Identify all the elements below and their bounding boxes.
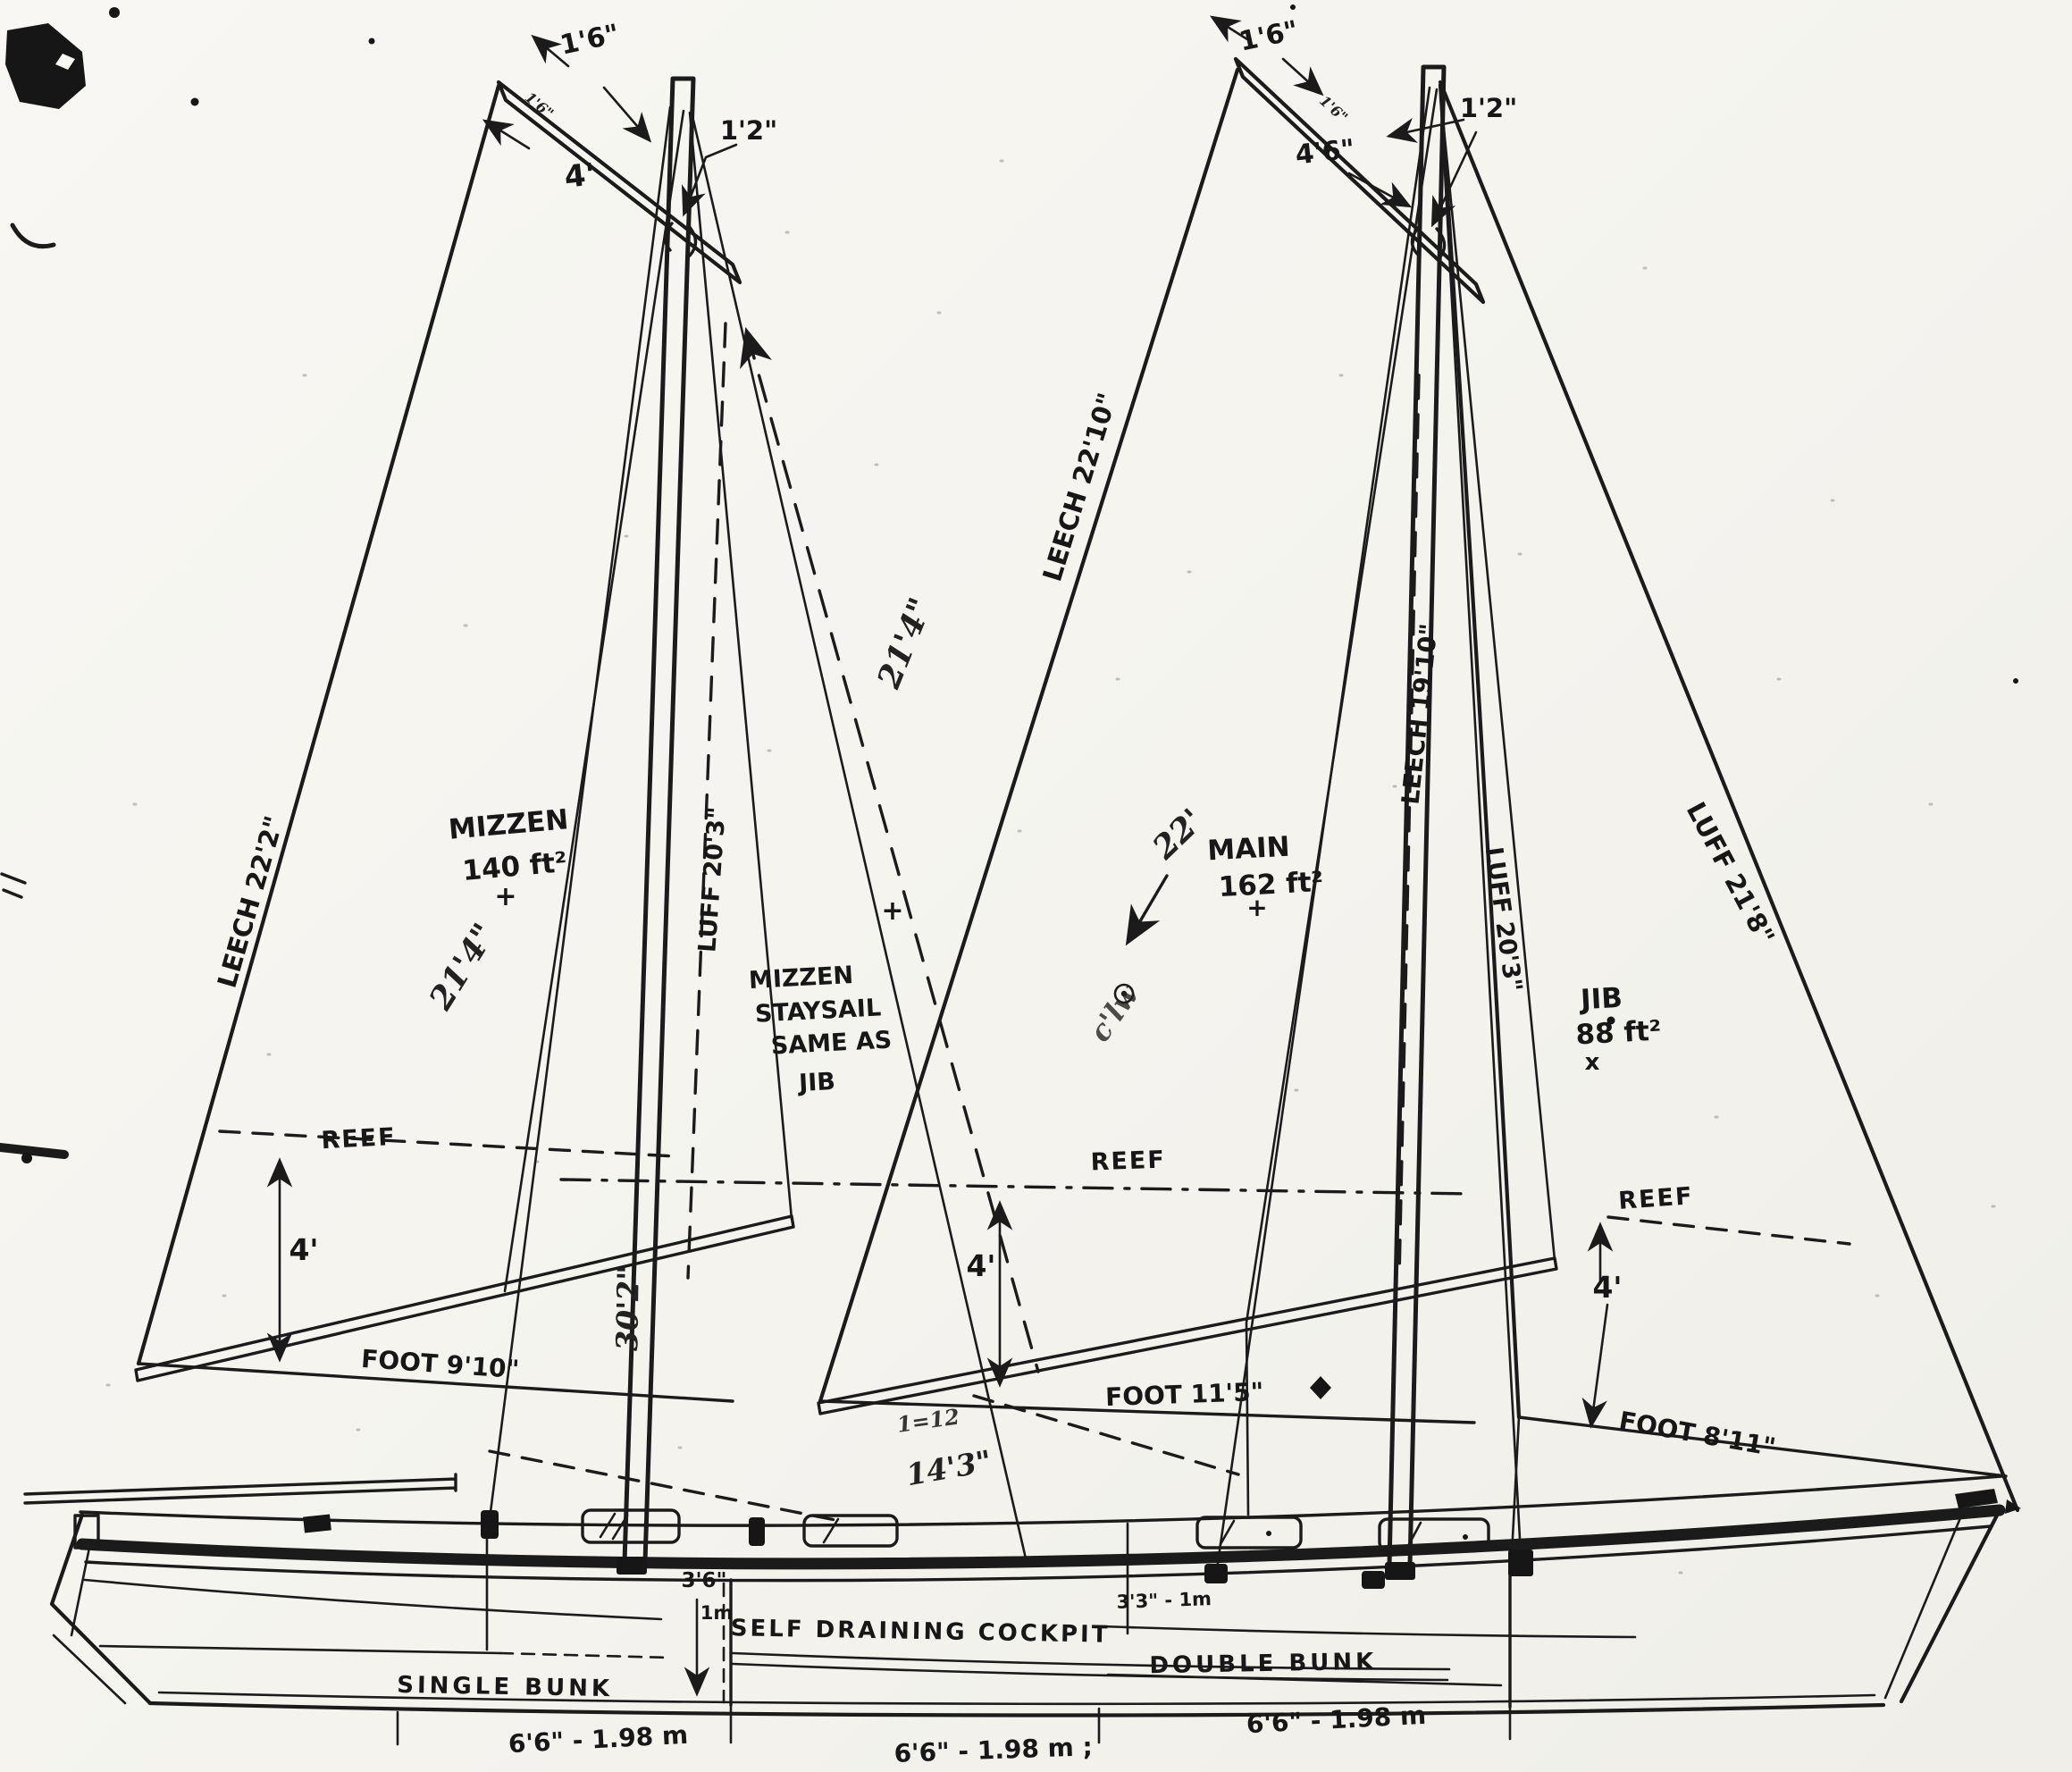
mizzen-masthead-dim: 1'2" — [720, 115, 777, 146]
jib-foot-dim: FOOT 8'11" — [1617, 1406, 1778, 1462]
reef-label-mizzen: REEF — [321, 1123, 398, 1155]
main-gaff-tip-dim: 1'6" — [1237, 15, 1301, 58]
main-mast — [1387, 64, 1447, 1568]
cabin-windows — [581, 1508, 1490, 1552]
mizzen-gaff-length: 4' — [563, 156, 597, 195]
mizzen-name: MIZZEN — [448, 803, 570, 846]
main-masthead-dim: 1'2" — [1460, 93, 1517, 123]
double-bunk-label: DOUBLE BUNK — [1149, 1649, 1377, 1679]
single-bunk-label: SINGLE BUNK — [397, 1672, 613, 1702]
mizzen-staysail — [740, 326, 1040, 1373]
cockpit-depth-ft: 3'6" — [681, 1569, 726, 1592]
reef-label-jib: REEF — [1617, 1182, 1694, 1215]
paper-smudges — [0, 4, 2018, 1575]
jib-x-mark: x — [1585, 1049, 1600, 1076]
dimension-arrows — [266, 15, 1614, 1697]
mizzen-boom — [134, 1214, 795, 1382]
center-plus-mark: + — [881, 895, 903, 927]
jib-sail — [1438, 80, 2020, 1557]
staysail-note-line3: SAME AS — [770, 1026, 893, 1060]
span-dim-2: 6'6" - 1.98 m ; — [893, 1732, 1093, 1768]
reef-depth-center: 4' — [966, 1248, 995, 1283]
mizzen-gaff — [496, 80, 742, 285]
jib-area: 88 ft² — [1575, 1015, 1663, 1052]
main-gaff-script: 1'6" — [1316, 92, 1351, 126]
reef-depth-jib: 4' — [1592, 1270, 1622, 1305]
jib-luff-dim: LUFF 21'8" — [1681, 797, 1781, 950]
jib-leech-dim: LEECH 19'10" — [1397, 622, 1444, 806]
deck-fittings — [73, 1489, 2021, 1589]
symbol-marks — [1113, 983, 1615, 1399]
jib-name: JIB — [1578, 982, 1623, 1016]
cockpit-depth-m: 1m — [700, 1602, 734, 1624]
main-gaff-length: 4'6" — [1294, 134, 1356, 172]
diamond-mark — [1310, 1376, 1331, 1399]
staysail-note-line4: JIB — [796, 1068, 835, 1097]
mizzen-plus-mark: + — [494, 881, 516, 912]
main-area: 162 ft² — [1218, 866, 1324, 903]
faint-script-note: c'lw — [1083, 977, 1147, 1047]
cockpit-script-note: 14'3" — [903, 1443, 994, 1492]
mizzen-script-note: 21'4" — [422, 917, 504, 1017]
staysail-note-line2: STAYSAIL — [754, 994, 882, 1028]
main-leech-dim: LEECH 22'10" — [1036, 390, 1122, 585]
mizzen-mast — [622, 76, 698, 1565]
mizzen-luff-dim: LUFF 20'3" — [693, 806, 731, 953]
stern-spar — [23, 1473, 457, 1505]
staysail-luff-script: 21'4" — [869, 592, 940, 694]
main-plus-mark: + — [1246, 893, 1267, 922]
dot-mark — [1606, 1016, 1615, 1025]
staysail-note-line1: MIZZEN — [748, 962, 854, 995]
span-dim-1: 6'6" - 1.98 m — [508, 1720, 689, 1759]
mizzen-gaff-tip-dim: 1'6" — [558, 19, 622, 62]
circled-dot-mark — [1113, 983, 1135, 1004]
main-script-note: 22' — [1145, 802, 1211, 867]
reef-depth-mizzen: 4' — [289, 1232, 318, 1267]
main-foot-dim: FOOT 11'5" — [1105, 1377, 1264, 1412]
span-dim-3: 6'6" - 1.98 m — [1246, 1701, 1427, 1739]
reef-lines — [218, 1130, 1851, 1246]
cockpit-label: SELF DRAINING COCKPIT — [731, 1615, 1111, 1648]
mizzen-mast-script: 30'2" — [609, 1264, 646, 1351]
reef-label-center: REEF — [1090, 1146, 1166, 1177]
main-gaff — [1233, 56, 1486, 305]
main-sail — [818, 67, 1556, 1571]
main-boom — [817, 1256, 1558, 1415]
bunk-depth-mark: 3'3" - 1m — [1116, 1588, 1212, 1613]
main-name: MAIN — [1206, 831, 1290, 868]
small-script-note: 1=12 — [895, 1403, 961, 1437]
